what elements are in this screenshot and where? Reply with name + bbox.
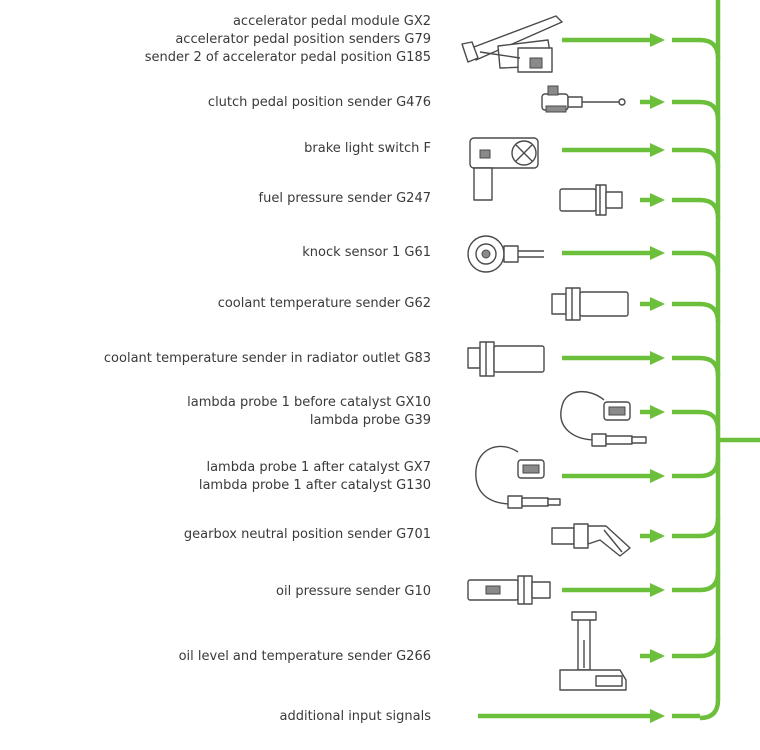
oil-level-sender-icon [559,611,627,691]
input-labels: accelerator pedal module GX2 accelerator… [104,14,431,724]
accelerator-pedal-icon [461,15,563,73]
label-lambda-after-catalyst-g130: lambda probe 1 after catalyst G130 [199,478,431,493]
label-accelerator-sender-2: sender 2 of accelerator pedal position G… [145,50,431,65]
bus-trunk-top [699,0,721,721]
branch-fuel-pressure [640,193,721,219]
label-lambda-after-catalyst-gx7: lambda probe 1 after catalyst GX7 [206,460,431,475]
brake-switch-icon [469,137,539,201]
branch-coolant-g83 [562,351,721,377]
label-coolant-temp-radiator: coolant temperature sender in radiator o… [104,351,431,366]
label-additional-input-signals: additional input signals [280,709,432,724]
branch-neutral [640,517,721,543]
lambda-probe-icon [560,391,647,447]
label-gearbox-neutral-sender: gearbox neutral position sender G701 [184,527,431,542]
label-accelerator-pedal-module: accelerator pedal module GX2 [233,14,431,29]
knock-sensor-icon [467,235,544,273]
signal-bus [478,0,760,723]
label-coolant-temp-sender: coolant temperature sender G62 [218,296,431,311]
label-clutch-sender: clutch pedal position sender G476 [208,95,431,110]
branch-lambda-after [562,457,721,483]
branch-oil-pressure [562,571,721,597]
label-accelerator-pedal-senders: accelerator pedal position senders G79 [175,32,431,47]
branch-lambda-before [640,405,721,431]
label-knock-sensor: knock sensor 1 G61 [302,245,431,260]
neutral-sender-icon [551,523,631,557]
radiator-temperature-sender-icon [467,341,545,377]
branch-clutch [640,95,721,121]
label-brake-light-switch: brake light switch F [304,141,431,156]
label-lambda-probe-g39: lambda probe G39 [310,413,431,428]
temperature-sender-icon [551,287,629,321]
lambda-probe-after-icon [475,445,561,509]
label-oil-pressure-sender: oil pressure sender G10 [276,584,431,599]
branch-oil-level [640,637,721,663]
branch-additional [478,709,700,723]
label-fuel-pressure-sender: fuel pressure sender G247 [259,191,431,206]
label-lambda-before-catalyst: lambda probe 1 before catalyst GX10 [187,395,431,410]
oil-pressure-sender-icon [467,575,551,605]
clutch-sender-icon [541,85,626,113]
pressure-sender-icon [559,184,623,216]
branch-coolant-g62 [640,297,721,323]
branch-knock [562,246,721,272]
branch-brake [562,143,721,169]
label-oil-level-temp-sender: oil level and temperature sender G266 [179,649,431,664]
branch-accelerator [562,33,721,59]
